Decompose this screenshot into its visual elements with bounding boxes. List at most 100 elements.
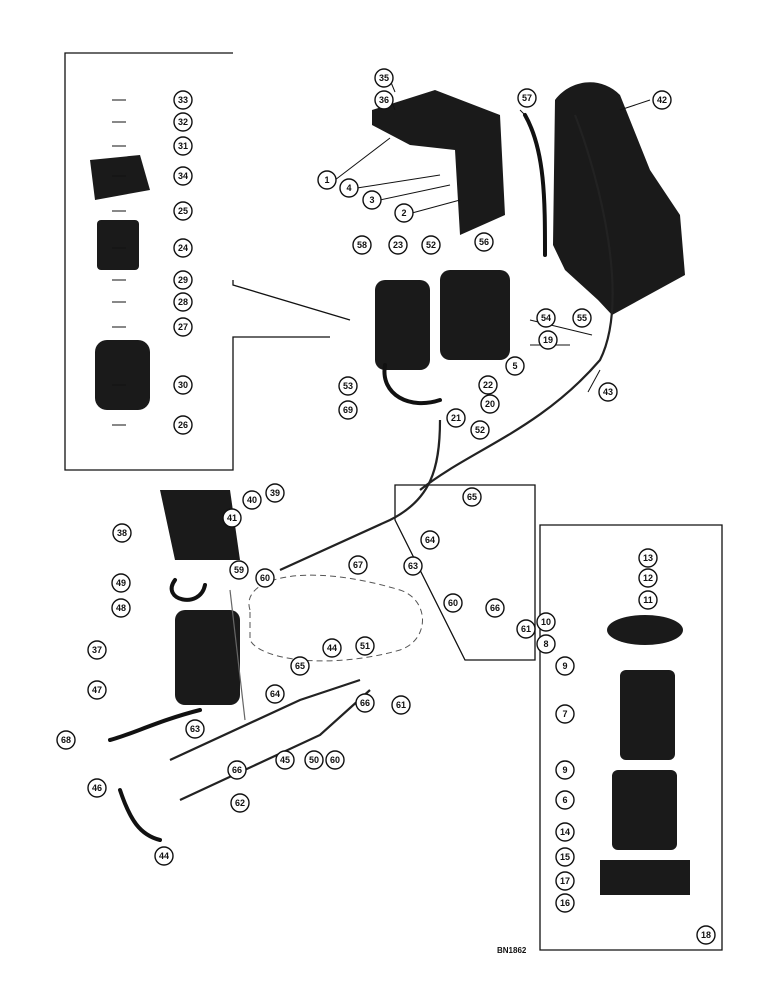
callout-22: 22: [478, 375, 498, 395]
callout-42: 42: [652, 90, 672, 110]
callout-label: 41: [227, 513, 237, 523]
callout-label: 12: [643, 573, 653, 583]
secondary-filter-body: [440, 270, 510, 360]
callout-26: 26: [173, 415, 193, 435]
callout-label: 47: [92, 685, 102, 695]
callout-label: 55: [577, 313, 587, 323]
filter-element-7: [620, 670, 675, 760]
middle-inset-frame: [394, 484, 536, 661]
callout-label: 26: [178, 420, 188, 430]
callout-label: 23: [393, 240, 403, 250]
callout-40: 40: [242, 490, 262, 510]
callout-21: 21: [446, 408, 466, 428]
callout-label: 42: [657, 95, 667, 105]
callout-label: 3: [369, 195, 374, 205]
callout-61: 61: [516, 619, 536, 639]
callout-label: 33: [178, 95, 188, 105]
callout-label: 15: [560, 852, 570, 862]
callout-label: 29: [178, 275, 188, 285]
callout-label: 7: [562, 709, 567, 719]
callout-label: 9: [562, 765, 567, 775]
callout-label: 62: [235, 798, 245, 808]
callout-label: 9: [562, 661, 567, 671]
upper-left-inset-frame: [64, 52, 330, 471]
callout-label: 60: [330, 755, 340, 765]
callout-label: 25: [178, 206, 188, 216]
ghost-outline: [248, 574, 423, 662]
callout-label: 43: [603, 387, 613, 397]
callout-10: 10: [536, 612, 556, 632]
callout-label: 13: [643, 553, 653, 563]
callout-label: 51: [360, 641, 370, 651]
callout-label: 49: [116, 578, 126, 588]
engine-block: [553, 82, 685, 316]
callout-52: 52: [421, 235, 441, 255]
callout-23: 23: [388, 235, 408, 255]
callout-66: 66: [227, 760, 247, 780]
callout-9: 9: [555, 760, 575, 780]
callout-label: 45: [280, 755, 290, 765]
callout-label: 10: [541, 617, 551, 627]
callout-label: 52: [426, 240, 436, 250]
cover-10: [607, 615, 683, 645]
callout-label: 11: [643, 595, 653, 605]
callout-label: 40: [247, 495, 257, 505]
clamp-15: [600, 860, 690, 895]
callout-label: 20: [485, 399, 495, 409]
callout-7: 7: [555, 704, 575, 724]
callout-label: 1: [324, 175, 329, 185]
callout-39: 39: [265, 483, 285, 503]
callout-label: 28: [178, 297, 188, 307]
callout-label: 17: [560, 876, 570, 886]
callout-56: 56: [474, 232, 494, 252]
callout-65: 65: [462, 487, 482, 507]
callout-28: 28: [173, 292, 193, 312]
hose-47: [108, 708, 202, 742]
callout-label: 18: [701, 930, 711, 940]
line-43: [419, 114, 614, 491]
callout-label: 57: [522, 93, 532, 103]
callout-label: 31: [178, 141, 188, 151]
callout-62: 62: [230, 793, 250, 813]
callout-36: 36: [374, 90, 394, 110]
callout-17: 17: [555, 871, 575, 891]
callout-47: 47: [87, 680, 107, 700]
callout-label: 6: [562, 795, 567, 805]
callout-label: 60: [260, 573, 270, 583]
callout-label: 66: [232, 765, 242, 775]
callout-67: 67: [348, 555, 368, 575]
callout-18: 18: [696, 925, 716, 945]
callout-label: 61: [521, 624, 531, 634]
callout-14: 14: [555, 822, 575, 842]
callout-11: 11: [638, 590, 658, 610]
line-59: [229, 589, 246, 721]
callout-label: 53: [343, 381, 353, 391]
callout-55: 55: [572, 308, 592, 328]
callout-12: 12: [638, 568, 658, 588]
callout-label: 46: [92, 783, 102, 793]
callout-5: 5: [505, 356, 525, 376]
callout-49: 49: [111, 573, 131, 593]
line-50: [179, 689, 371, 801]
callout-label: 50: [309, 755, 319, 765]
callout-label: 39: [270, 488, 280, 498]
callout-19: 19: [538, 330, 558, 350]
hose-49: [169, 578, 207, 602]
line-67: [279, 419, 442, 572]
callout-41: 41: [222, 508, 242, 528]
callout-34: 34: [173, 166, 193, 186]
callout-label: 64: [425, 535, 435, 545]
callout-69: 69: [338, 400, 358, 420]
callout-label: 58: [357, 240, 367, 250]
callout-label: 61: [396, 700, 406, 710]
callout-label: 44: [159, 851, 169, 861]
callout-label: 48: [116, 603, 126, 613]
callout-8: 8: [536, 634, 556, 654]
callout-label: 16: [560, 898, 570, 908]
callout-label: 54: [541, 313, 551, 323]
callout-54: 54: [536, 308, 556, 328]
callout-33: 33: [173, 90, 193, 110]
callout-60: 60: [255, 568, 275, 588]
callout-27: 27: [173, 317, 193, 337]
